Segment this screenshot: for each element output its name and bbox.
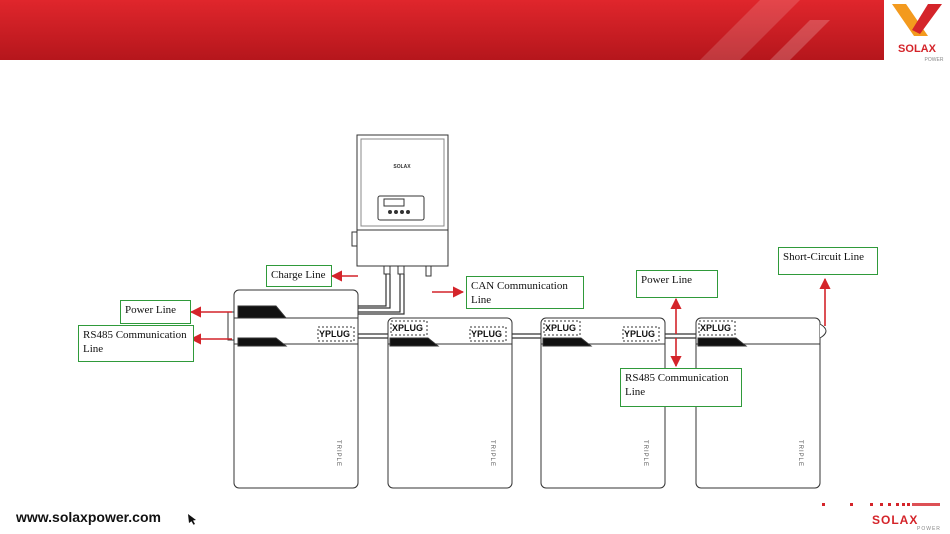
callout-power-line-left: Power Line: [120, 300, 191, 324]
inverter-cables: [352, 274, 404, 316]
plug-label-m2-y: YPLUG: [471, 329, 502, 339]
callout-rs485-left: RS485 Communication Line: [78, 325, 194, 362]
plug-label-m3-x: XPLUG: [545, 323, 576, 333]
callout-power-line-mid: Power Line: [636, 270, 718, 298]
callout-short-circuit: Short-Circuit Line: [778, 247, 878, 275]
footer-logo-text: SOLAX: [872, 513, 918, 527]
plug-label-m1-y: YPLUG: [319, 329, 350, 339]
footer-dots-decoration: [822, 501, 940, 507]
callout-charge-line: Charge Line: [266, 265, 332, 287]
callout-can-line: CAN Communication Line: [466, 276, 584, 309]
inverter: SOLAX: [352, 135, 448, 276]
plug-label-m4-x: XPLUG: [700, 323, 731, 333]
module-1-brand: TRIPLE: [335, 440, 341, 467]
callout-rs485-mid: RS485 Communication Line: [620, 368, 742, 407]
module-2-brand: TRIPLE: [489, 440, 495, 467]
inverter-logo-text: SOLAX: [393, 164, 411, 170]
plug-label-m2-x: XPLUG: [392, 323, 423, 333]
module-3-brand: TRIPLE: [642, 440, 648, 467]
website-url[interactable]: www.solaxpower.com: [16, 509, 161, 525]
plug-label-m3-y: YPLUG: [624, 329, 655, 339]
cursor-arrow-icon: [186, 512, 200, 526]
module-4-brand: TRIPLE: [797, 440, 803, 467]
footer-logo-sub: POWER: [917, 526, 941, 532]
